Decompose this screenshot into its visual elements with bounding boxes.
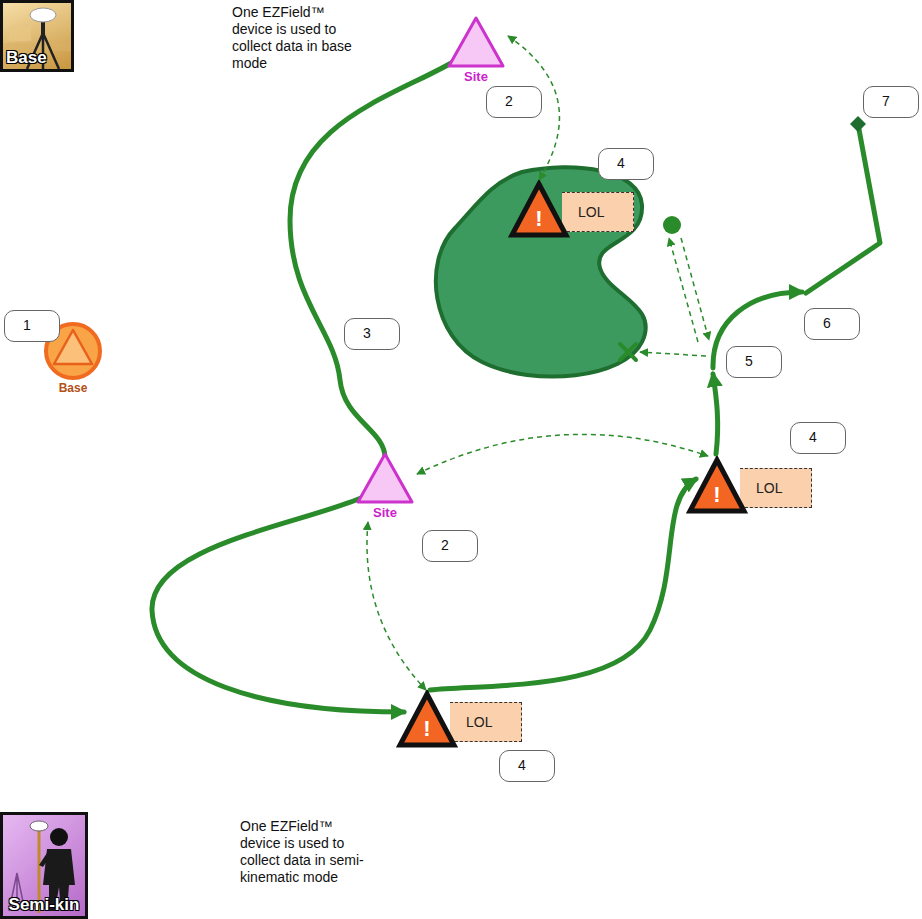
callout-number: 4 bbox=[598, 148, 654, 180]
loss-of-lock-warning: ! LOL bbox=[396, 690, 522, 750]
mode-note: One EZField™ device is used to collect d… bbox=[232, 4, 357, 72]
antenna-dome bbox=[30, 821, 48, 831]
site-marker: Site bbox=[444, 16, 508, 86]
callout-number: 2 bbox=[486, 86, 542, 118]
callout-number: 4 bbox=[499, 750, 555, 782]
callout-number: 7 bbox=[863, 86, 919, 118]
dashed-link bbox=[367, 522, 426, 690]
operator-head bbox=[50, 828, 68, 846]
survey-track bbox=[430, 479, 696, 690]
site-label: Site bbox=[353, 505, 417, 520]
offset-link bbox=[640, 352, 706, 356]
antenna-dome bbox=[30, 8, 56, 22]
lol-tag: LOL bbox=[740, 468, 812, 508]
warning-mark: ! bbox=[686, 482, 748, 508]
site-label: Site bbox=[444, 69, 508, 84]
point-dot bbox=[663, 216, 681, 234]
point-cross bbox=[620, 344, 636, 360]
offset-link bbox=[669, 238, 698, 342]
callout-number: 4 bbox=[790, 422, 846, 454]
callout-number: 3 bbox=[344, 318, 400, 350]
offset-link bbox=[681, 238, 709, 340]
site-triangle bbox=[353, 452, 417, 506]
lol-label: LOL bbox=[466, 714, 492, 730]
survey-track bbox=[152, 496, 404, 712]
lol-label: LOL bbox=[756, 480, 782, 496]
track-end-marker bbox=[850, 116, 866, 132]
operator-arm bbox=[39, 853, 50, 867]
surveyed-area bbox=[436, 167, 646, 376]
survey-track bbox=[290, 58, 460, 458]
warning-mark: ! bbox=[396, 716, 458, 742]
base-mode-icon: Base bbox=[0, 0, 74, 72]
callout-number: 6 bbox=[804, 308, 860, 340]
icon-label: Base bbox=[6, 48, 47, 68]
site-triangle-shape bbox=[449, 18, 503, 66]
site-marker: Site bbox=[353, 452, 417, 522]
lol-label: LOL bbox=[578, 204, 604, 220]
site-triangle bbox=[444, 16, 508, 70]
semi-kinematic-icon: Semi-kin bbox=[0, 812, 88, 919]
loss-of-lock-warning: ! LOL bbox=[686, 456, 812, 516]
warning-mark: ! bbox=[508, 206, 570, 232]
lol-tag: LOL bbox=[562, 192, 634, 232]
loss-of-lock-warning: ! LOL bbox=[508, 180, 634, 240]
survey-track bbox=[806, 124, 880, 293]
icon-label: Semi-kin bbox=[3, 895, 85, 915]
callout-number: 5 bbox=[726, 346, 782, 378]
callout-number: 1 bbox=[4, 310, 60, 342]
survey-track bbox=[713, 374, 718, 454]
mode-note: One EZField™ device is used to collect d… bbox=[240, 818, 365, 886]
base-point-triangle bbox=[54, 330, 92, 364]
dashed-link bbox=[417, 434, 708, 474]
table-shape bbox=[9, 27, 31, 41]
site-triangle-shape bbox=[358, 454, 412, 502]
callout-number: 2 bbox=[422, 530, 478, 562]
lol-tag: LOL bbox=[450, 702, 522, 742]
base-point-label: Base bbox=[40, 381, 106, 395]
